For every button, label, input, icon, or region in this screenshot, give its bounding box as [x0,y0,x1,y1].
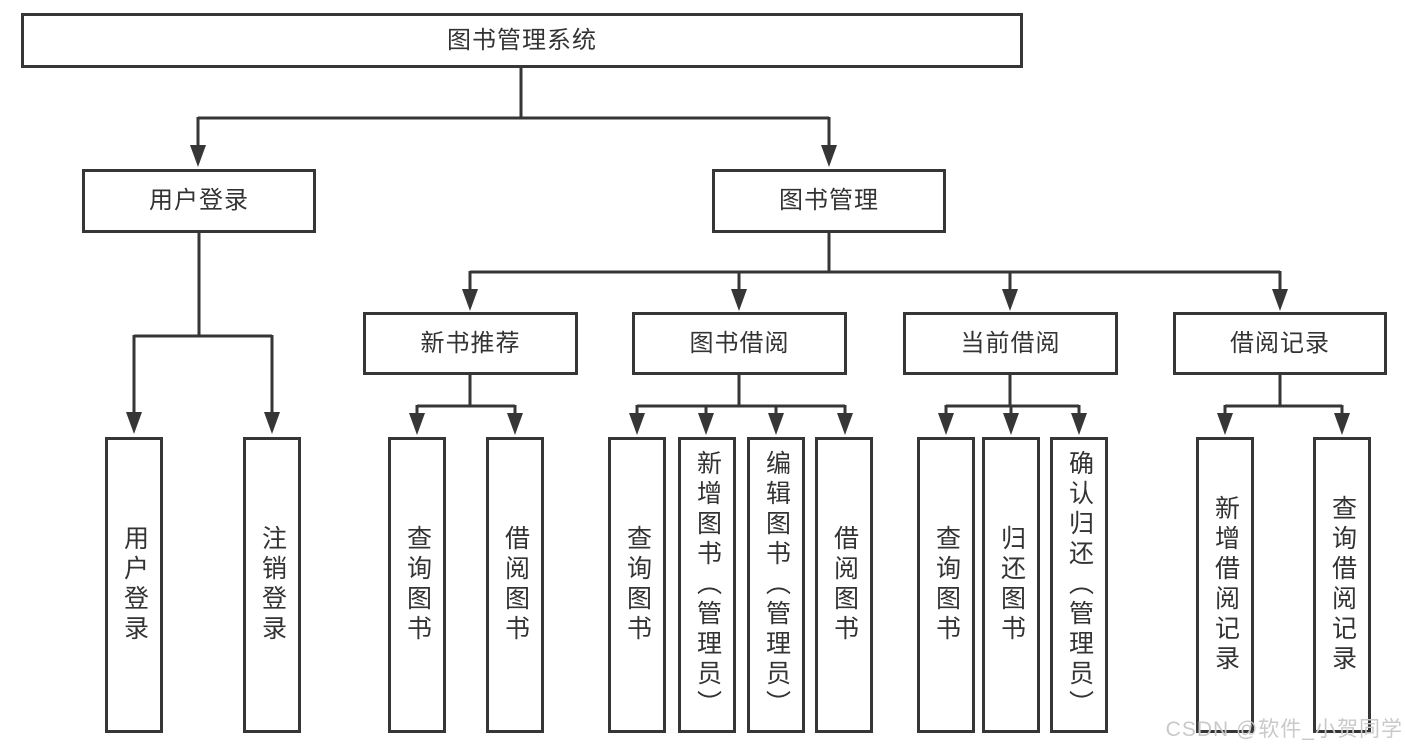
arrow-icon [1217,413,1233,435]
csdn-watermark: CSDN @软件_小贺同学 [1165,718,1403,741]
node-borrowing-records: 借阅记录 [1173,312,1387,375]
arrow-icon [126,412,142,434]
arrow-icon [768,413,784,435]
node-borrow-books-recommend: 借阅图书 [486,437,544,733]
node-user-login-leaf: 用户登录 [105,437,163,733]
arrow-icon [938,413,954,435]
arrow-icon [731,289,747,311]
arrow-icon [190,145,206,167]
node-book-borrowing: 图书借阅 [632,312,847,375]
arrow-icon [1071,413,1087,435]
connector-current-borrow-to-leaves [944,375,1081,416]
connector-borrow-record-to-leaves [1223,375,1344,416]
connector-new-book-to-leaves [415,375,517,416]
connector-root-to-level2 [196,68,831,147]
node-add-borrow-record: 新增借阅记录 [1196,437,1254,733]
arrow-icon [462,289,478,311]
node-new-book-recommendation: 新书推荐 [363,312,578,375]
node-logout: 注销登录 [243,437,301,733]
node-confirm-return-admin: 确认归还（管理员） [1050,437,1108,733]
arrow-icon [698,413,714,435]
connector-book-borrow-to-leaves [635,375,847,416]
node-query-books-current: 查询图书 [917,437,975,733]
node-query-books-borrowing: 查询图书 [608,437,666,733]
arrow-icon [507,413,523,435]
arrow-icon [821,145,837,167]
arrow-icon [409,413,425,435]
arrow-icon [264,412,280,434]
node-add-books-admin: 新增图书（管理员） [678,437,736,733]
arrow-icon [1002,289,1018,311]
node-edit-books-admin: 编辑图书（管理员） [747,437,805,733]
node-return-books: 归还图书 [982,437,1040,733]
arrowheads [126,145,1350,435]
connector-book-management-to-level3 [468,233,1282,292]
node-user-login: 用户登录 [82,169,316,233]
arrow-icon [837,413,853,435]
node-query-books-recommend: 查询图书 [388,437,446,733]
connector-user-login-to-leaves [132,233,274,415]
node-query-borrow-record: 查询借阅记录 [1313,437,1371,733]
node-borrow-books-borrowing: 借阅图书 [815,437,873,733]
node-book-management: 图书管理 [712,169,946,233]
arrow-icon [1272,289,1288,311]
node-current-borrowing: 当前借阅 [903,312,1118,375]
arrow-icon [629,413,645,435]
node-book-management-system: 图书管理系统 [21,13,1023,68]
arrow-icon [1334,413,1350,435]
arrow-icon [1003,413,1019,435]
